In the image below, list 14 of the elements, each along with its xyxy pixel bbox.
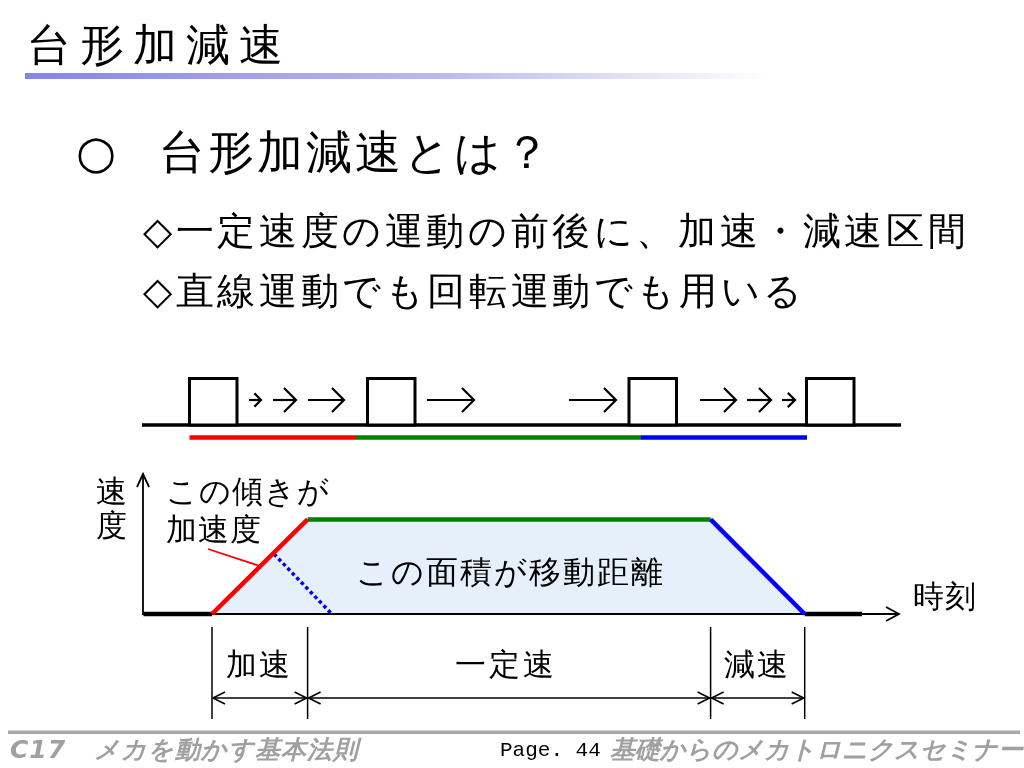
page-number: Page. 44 bbox=[500, 739, 601, 764]
dimension-label: 加速 bbox=[226, 647, 292, 683]
bullet-text: ◇直線運動でも回転運動でも用いる bbox=[143, 270, 806, 314]
section-heading: ○ 台形加減速とは？ bbox=[76, 126, 553, 179]
dimension-label: 減速 bbox=[724, 647, 790, 683]
footer-text: 基礎からのメカトロニクスセミナー bbox=[610, 736, 1023, 765]
x-axis-label: 時刻 bbox=[913, 579, 977, 615]
callout-text: この傾きが加速度 bbox=[166, 472, 338, 550]
area-label: この面積が移動距離 bbox=[356, 554, 665, 591]
bullet-text: ◇一定速度の運動の前後に、加速・減速区間 bbox=[143, 210, 970, 254]
leader-line bbox=[207, 548, 261, 567]
dimension-label: 一定速 bbox=[455, 647, 557, 683]
slide-title: 台形加減速 bbox=[27, 20, 292, 71]
y-axis-label: 速度 bbox=[96, 474, 128, 542]
